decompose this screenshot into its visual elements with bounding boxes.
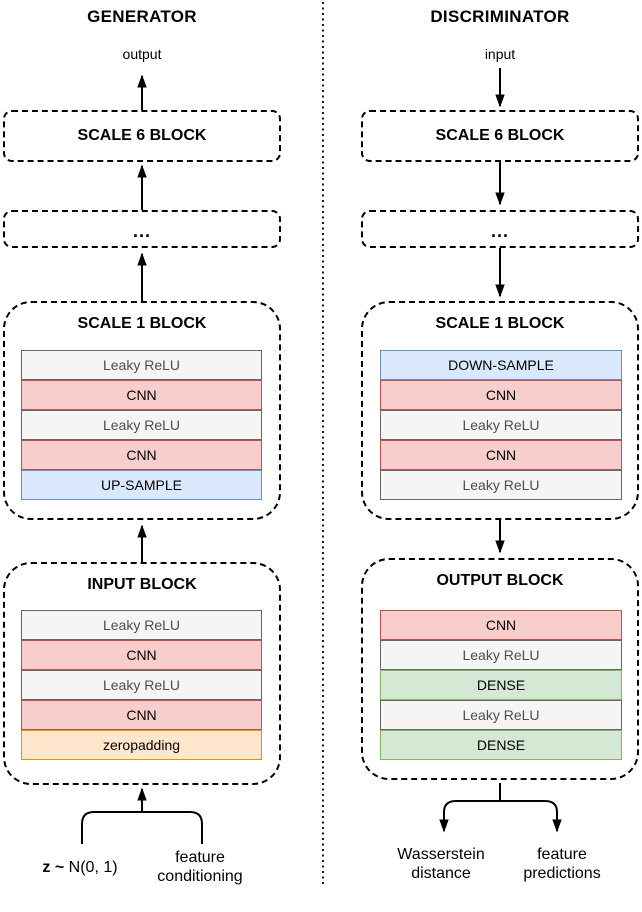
layer-cnn: CNN bbox=[380, 440, 622, 470]
discriminator-output-layers: CNN Leaky ReLU DENSE Leaky ReLU DENSE bbox=[380, 610, 622, 760]
discriminator-title: DISCRIMINATOR bbox=[430, 7, 570, 26]
feature-predictions-line2: predictions bbox=[523, 865, 601, 882]
layer-dense: DENSE bbox=[380, 730, 622, 760]
ellipsis-label: ... bbox=[490, 220, 509, 241]
layer-up-sample: UP-SAMPLE bbox=[21, 470, 262, 500]
discriminator-output-block-title: OUTPUT BLOCK bbox=[436, 572, 564, 589]
generator-input-layers: Leaky ReLU CNN Leaky ReLU CNN zeropaddin… bbox=[21, 610, 262, 760]
feature-conditioning-label: feature conditioning bbox=[125, 848, 275, 886]
layer-leaky-relu: Leaky ReLU bbox=[380, 700, 622, 730]
layer-cnn: CNN bbox=[21, 440, 262, 470]
generator-title: GENERATOR bbox=[87, 7, 197, 26]
wasserstein-line1: Wasserstein bbox=[397, 846, 485, 863]
merge-bracket bbox=[81, 811, 203, 844]
layer-leaky-relu: Leaky ReLU bbox=[21, 670, 262, 700]
feature-conditioning-line1: feature bbox=[175, 849, 225, 866]
generator-scale1-layers: Leaky ReLU CNN Leaky ReLU CNN UP-SAMPLE bbox=[21, 350, 262, 500]
generator-scale6-block: SCALE 6 BLOCK bbox=[3, 110, 281, 162]
layer-leaky-relu: Leaky ReLU bbox=[380, 640, 622, 670]
layer-leaky-relu: Leaky ReLU bbox=[21, 610, 262, 640]
discriminator-scale1-title: SCALE 1 BLOCK bbox=[435, 315, 565, 332]
latent-input-label: z ~ N(0, 1) bbox=[5, 858, 155, 877]
discriminator-scale6-title: SCALE 6 BLOCK bbox=[435, 127, 565, 144]
layer-leaky-relu: Leaky ReLU bbox=[21, 410, 262, 440]
layer-cnn: CNN bbox=[380, 380, 622, 410]
layer-leaky-relu: Leaky ReLU bbox=[21, 350, 262, 380]
layer-cnn: CNN bbox=[21, 640, 262, 670]
layer-leaky-relu: Leaky ReLU bbox=[380, 410, 622, 440]
generator-input-block-title: INPUT BLOCK bbox=[87, 576, 197, 593]
layer-cnn: CNN bbox=[21, 380, 262, 410]
ellipsis-label: ... bbox=[132, 220, 151, 241]
layer-cnn: CNN bbox=[21, 700, 262, 730]
layer-cnn: CNN bbox=[380, 610, 622, 640]
discriminator-ellipsis-block: ... bbox=[361, 210, 639, 248]
layer-down-sample: DOWN-SAMPLE bbox=[380, 350, 622, 380]
generator-scale1-title: SCALE 1 BLOCK bbox=[77, 315, 207, 332]
wasserstein-line2: distance bbox=[411, 865, 471, 882]
feature-predictions-label: feature predictions bbox=[487, 845, 637, 883]
split-bracket bbox=[443, 800, 558, 820]
discriminator-scale6-block: SCALE 6 BLOCK bbox=[361, 110, 639, 162]
wasserstein-distance-label: Wasserstein distance bbox=[366, 845, 516, 883]
layer-zeropadding: zeropadding bbox=[21, 730, 262, 760]
discriminator-scale1-layers: DOWN-SAMPLE CNN Leaky ReLU CNN Leaky ReL… bbox=[380, 350, 622, 500]
latent-distribution: N(0, 1) bbox=[64, 859, 118, 876]
feature-conditioning-line2: conditioning bbox=[157, 868, 243, 885]
latent-z-symbol: z ~ bbox=[42, 859, 65, 876]
discriminator-input-label: input bbox=[484, 46, 516, 62]
generator-output-label: output bbox=[122, 46, 162, 62]
generator-scale6-title: SCALE 6 BLOCK bbox=[77, 127, 207, 144]
feature-predictions-line1: feature bbox=[537, 846, 587, 863]
layer-dense: DENSE bbox=[380, 670, 622, 700]
layer-leaky-relu: Leaky ReLU bbox=[380, 470, 622, 500]
generator-ellipsis-block: ... bbox=[3, 210, 281, 248]
